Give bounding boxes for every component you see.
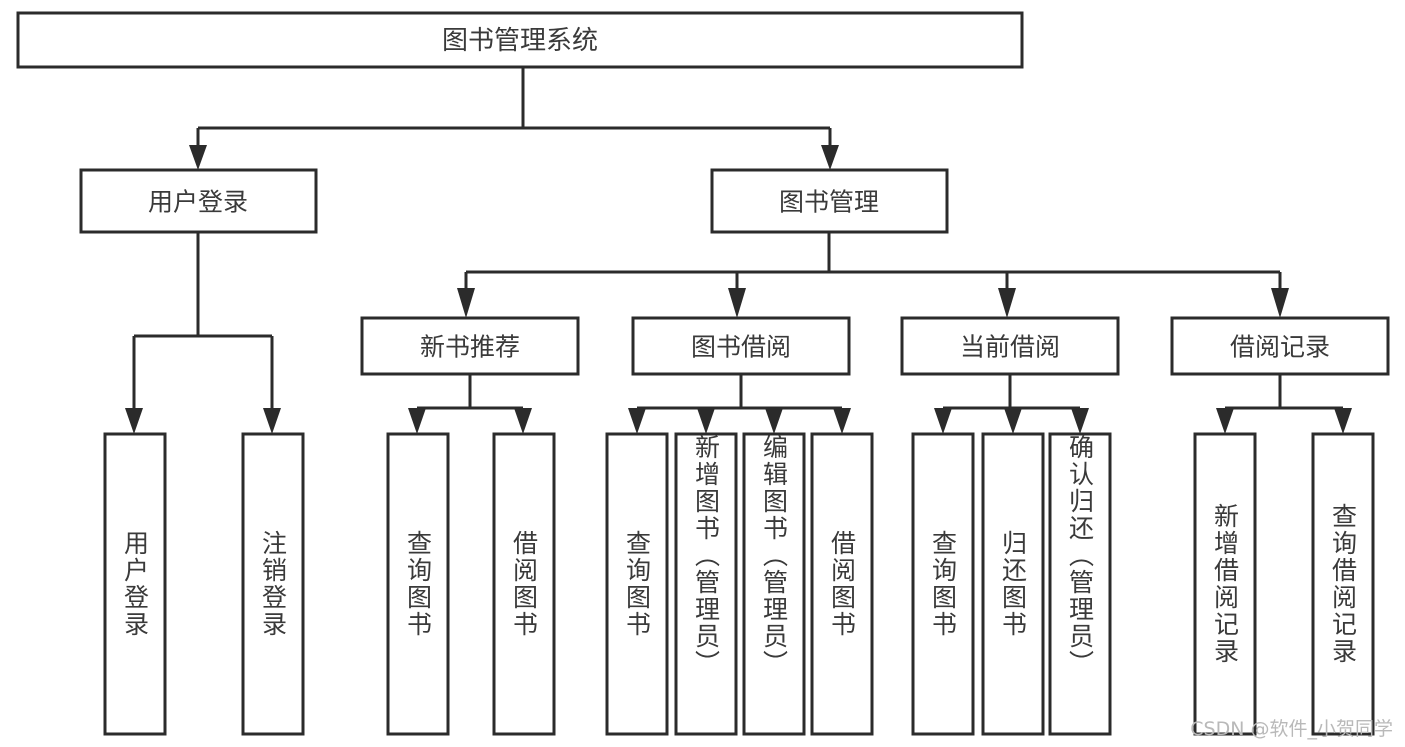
arrow-head-icon [628,408,646,434]
arrow-head-icon [765,408,783,434]
node-root-label: 图书管理系统 [442,26,598,56]
leaf-add-book-box[interactable] [674,432,738,736]
leaf-borrow-book-2-box[interactable] [810,432,874,736]
arrow-head-icon [189,145,207,170]
node-new-book-recommend-label: 新书推荐 [420,333,520,362]
arrow-head-icon [457,288,475,318]
arrow-head-icon [1071,408,1089,434]
leaf-query-book-2-box[interactable] [605,432,669,736]
arrow-head-icon [833,408,851,434]
leaf-return-book-box[interactable] [981,432,1045,736]
leaf-confirm-return-box[interactable] [1048,432,1112,736]
node-borrow-record-label: 借阅记录 [1230,333,1330,362]
arrow-head-icon [728,288,746,318]
arrow-head-icon [408,408,426,434]
arrow-head-icon [934,408,952,434]
csdn-watermark: CSDN @软件_小贺同学 [1190,718,1393,740]
node-current-borrow-box[interactable] [900,316,1120,376]
leaf-query-record-box[interactable] [1311,432,1375,736]
node-current-borrow-label: 当前借阅 [960,333,1060,362]
arrow-head-icon [125,408,143,434]
arrow-head-icon [1216,408,1234,434]
node-book-manage-label: 图书管理 [779,188,879,217]
node-new-book-recommend-box[interactable] [360,316,580,376]
leaf-query-book-3-box[interactable] [911,432,975,736]
node-borrow-record-box[interactable] [1170,316,1390,376]
node-book-borrow-box[interactable] [631,316,851,376]
arrow-head-icon [1334,408,1352,434]
arrow-head-icon [998,288,1016,318]
node-book-borrow-label: 图书借阅 [691,333,791,362]
leaf-user-logout-box[interactable] [241,432,305,736]
leaf-add-record-box[interactable] [1193,432,1257,736]
arrow-head-icon [514,408,532,434]
arrow-head-icon [1271,288,1289,318]
arrow-head-icon [263,408,281,434]
leaf-user-login-box[interactable] [103,432,167,736]
leaf-edit-book-box[interactable] [742,432,806,736]
node-root-box[interactable] [16,11,1024,69]
leaf-query-book-1-box[interactable] [386,432,450,736]
leaf-borrow-book-1-box[interactable] [492,432,556,736]
arrow-head-icon [821,145,839,170]
arrow-head-icon [697,408,715,434]
node-book-manage-box[interactable] [710,168,949,234]
arrow-head-icon [1004,408,1022,434]
node-user-login-label: 用户登录 [148,188,248,217]
